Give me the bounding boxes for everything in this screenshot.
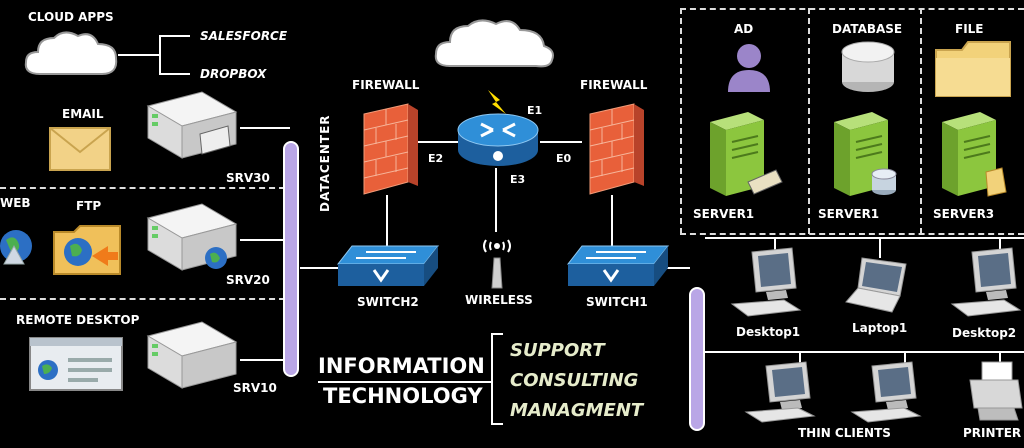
it-title-line1: INFORMATION bbox=[318, 354, 485, 378]
ftp-folder-icon bbox=[53, 225, 121, 275]
thin-client-2-icon bbox=[850, 361, 922, 423]
srv30-label: SRV30 bbox=[226, 171, 270, 185]
cloud-app-salesforce: SALESFORCE bbox=[200, 29, 288, 43]
server-frame-divider-2 bbox=[920, 8, 922, 234]
email-label: EMAIL bbox=[62, 107, 104, 121]
firewall-right-label: FIREWALL bbox=[580, 78, 648, 92]
it-role-managment: MANAGMENT bbox=[510, 400, 644, 421]
server-frame-bottom bbox=[680, 233, 1024, 235]
it-role-consulting: CONSULTING bbox=[510, 370, 639, 391]
desktop1-label: Desktop1 bbox=[736, 325, 801, 339]
switch1-label: SWITCH1 bbox=[586, 295, 648, 309]
laptop1-label: Laptop1 bbox=[852, 321, 908, 335]
database-server-label: SERVER1 bbox=[818, 207, 880, 221]
printer-label: PRINTER bbox=[963, 426, 1022, 440]
switch2-icon bbox=[336, 245, 440, 286]
desktop2-label: Desktop2 bbox=[952, 326, 1017, 340]
wireless-label: WIRELESS bbox=[465, 293, 533, 307]
dmz-separator-bottom bbox=[0, 298, 295, 300]
globe-icon bbox=[0, 230, 32, 265]
client-bus bbox=[689, 287, 705, 431]
srv20-label: SRV20 bbox=[226, 273, 270, 287]
file-server-label: SERVER3 bbox=[933, 207, 995, 221]
laptop1-icon bbox=[845, 257, 907, 313]
lightning-bolt-icon bbox=[488, 90, 506, 114]
database-cylinder-icon bbox=[841, 41, 895, 92]
router-port-e1: E1 bbox=[527, 104, 543, 117]
router-port-e3: E3 bbox=[510, 173, 526, 186]
internet-label: INTERNET bbox=[466, 40, 533, 54]
ftp-label: FTP bbox=[76, 199, 102, 213]
thin-clients-label: THIN CLIENTS bbox=[798, 426, 891, 440]
cloud-icon bbox=[24, 31, 118, 75]
rack-server-srv30-icon bbox=[146, 91, 238, 159]
switch2-label: SWITCH2 bbox=[357, 295, 419, 309]
remote-desktop-label: REMOTE DESKTOP bbox=[16, 313, 140, 327]
thin-client-1-icon bbox=[744, 361, 816, 423]
server-frame-divider-1 bbox=[808, 8, 810, 234]
ad-server-label: SERVER1 bbox=[693, 207, 755, 221]
database-group-title: DATABASE bbox=[832, 22, 903, 36]
folder-icon bbox=[935, 41, 1011, 97]
cloud-apps-title: CLOUD APPS bbox=[28, 10, 114, 24]
user-icon bbox=[728, 44, 770, 92]
desktop1-computer-icon bbox=[730, 247, 802, 317]
file-server-tower-icon bbox=[942, 112, 1007, 197]
dmz-separator-top bbox=[0, 187, 295, 189]
firewall-right-icon bbox=[589, 103, 644, 195]
datacenter-label: DATACENTER bbox=[318, 114, 332, 212]
ad-server-tower-icon bbox=[710, 112, 783, 196]
router-port-e0: E0 bbox=[556, 152, 572, 165]
database-server-tower-icon bbox=[834, 112, 897, 196]
it-title-line2: TECHNOLOGY bbox=[323, 384, 483, 408]
ad-group-title: AD bbox=[734, 22, 754, 36]
server-frame-top bbox=[680, 8, 1024, 10]
router-icon bbox=[457, 113, 539, 166]
printer-icon bbox=[969, 361, 1023, 421]
firewall-left-label: FIREWALL bbox=[352, 78, 420, 92]
web-label: WEB bbox=[0, 196, 31, 210]
file-group-title: FILE bbox=[955, 22, 984, 36]
remote-desktop-window-icon bbox=[29, 337, 123, 391]
wireless-access-point-icon bbox=[483, 239, 511, 289]
datacenter-bus bbox=[283, 141, 299, 377]
firewall-left-icon bbox=[363, 103, 418, 195]
envelope-icon bbox=[49, 127, 111, 171]
rack-server-srv10-icon bbox=[146, 321, 238, 389]
server-frame-left bbox=[680, 8, 682, 234]
router-port-e2: E2 bbox=[428, 152, 444, 165]
switch1-icon bbox=[566, 245, 670, 286]
internet-cloud-icon bbox=[434, 19, 554, 68]
it-role-support: SUPPORT bbox=[510, 340, 605, 361]
desktop2-computer-icon bbox=[950, 247, 1022, 317]
srv10-label: SRV10 bbox=[233, 381, 277, 395]
cloud-app-dropbox: DROPBOX bbox=[200, 67, 267, 81]
rack-server-srv20-icon bbox=[146, 203, 238, 271]
